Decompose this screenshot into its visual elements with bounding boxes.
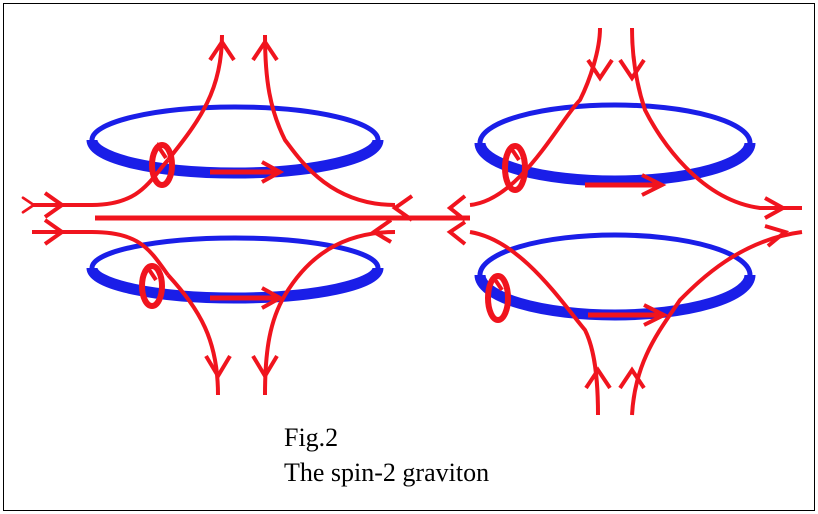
left-lower-spin-icon: [139, 263, 165, 309]
left-top-right-arrow: [251, 38, 279, 62]
left-top-left-arrow: [208, 38, 236, 62]
right-upper-spin-icon: [502, 143, 528, 193]
left-side-upper-line: [263, 34, 396, 207]
left-upper-spin-icon: [149, 142, 175, 188]
right-top-left-arrow: [586, 58, 614, 82]
left-upper-loop: [86, 104, 384, 179]
left-bottom-right-arrow: [251, 354, 279, 380]
figure-title-caption: The spin-2 graviton: [284, 458, 490, 487]
right-bottom-left-arrow: [584, 366, 612, 390]
right-outgoing-lower-line: [469, 230, 600, 416]
right-side-upper-line: [630, 27, 802, 210]
right-outgoing-upper-line: [469, 27, 602, 207]
left-top-left-line: [166, 34, 224, 162]
right-upper-loop: [474, 102, 756, 187]
right-side-lower-line: [630, 230, 803, 416]
left-side-lower-line: [263, 230, 396, 396]
left-incoming-upper-line: [21, 158, 170, 214]
left-incoming-upper-arrow: [43, 191, 66, 219]
left-spin-pair: [21, 34, 414, 396]
figure-number-caption: Fig.2: [284, 423, 339, 452]
figure-frame: [3, 3, 815, 511]
left-incoming-lower-arrow: [43, 218, 66, 246]
right-lower-spin-icon: [485, 273, 511, 323]
left-incoming-lower-line: [32, 230, 170, 277]
right-bottom-right-arrow: [618, 366, 646, 390]
left-bottom-left-arrow: [204, 354, 232, 380]
right-spin-pair: [395, 27, 803, 416]
right-top-right-arrow: [618, 58, 646, 82]
left-side-lower-arrow: [370, 218, 393, 244]
